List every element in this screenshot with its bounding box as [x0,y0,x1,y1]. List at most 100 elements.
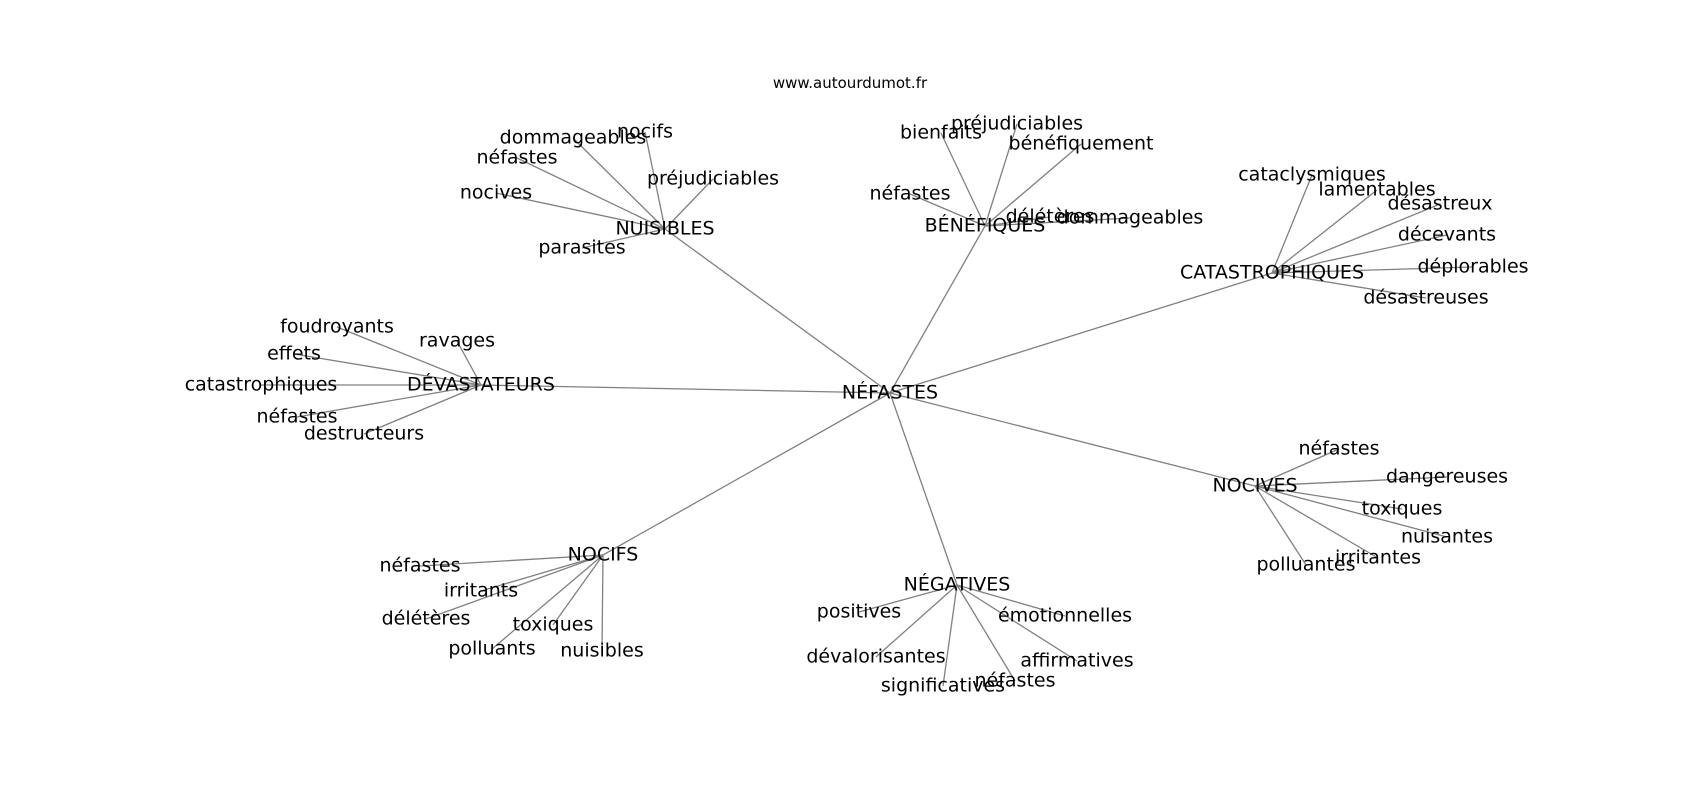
leaf-node: néfastes [476,146,558,169]
edge-hub-leaf [1254,485,1403,510]
edge-hub-leaf [336,326,482,386]
edge-hub-leaf [664,178,714,230]
edge-hub-leaf [1271,189,1378,274]
edge-hub-leaf [572,137,666,230]
leaf-node: polluantes [1256,553,1356,576]
edge-hub-leaf [581,228,666,249]
leaf-node: significatives [880,674,1006,697]
leaf-node: affirmatives [1020,649,1134,672]
leaf-node: nocives [459,181,533,204]
leaf-node: dangereuses [1385,465,1509,488]
hub-node: NOCIFS [567,543,639,566]
leaf-node: nuisibles [560,639,644,662]
leaf-node: effets [267,342,321,365]
leaf-node: néfastes [1298,437,1380,460]
leaf-node: positives [816,600,902,623]
edge-center-hub [664,228,891,394]
leaf-node: nuisantes [1401,525,1493,548]
leaf-node: déplorables [1417,255,1529,278]
leaf-node: préjudiciables [646,167,780,190]
edge-hub-leaf [1271,272,1427,299]
edge-hub-leaf [858,584,958,613]
edge-center-hub [889,392,958,586]
edge-hub-leaf [1254,448,1340,487]
leaf-node: toxiques [1361,497,1443,520]
leaf-node: catastrophiques [184,373,338,396]
hub-node: DÉVASTATEURS [407,373,555,396]
leaf-node: destructeurs [303,422,425,445]
edge-hub-leaf [984,143,1082,227]
leaf-node: néfastes [974,669,1056,692]
site-url: www.autourdumot.fr [772,74,928,92]
hub-node: BÉNÉFIQUES [924,214,1046,237]
leaf-node: néfastes [379,554,461,577]
edge-hub-leaf [1271,203,1441,274]
edge-hub-leaf [1271,234,1448,274]
edge-hub-leaf [956,584,1078,662]
edge-hub-leaf [909,193,986,227]
edge-hub-leaf [940,132,986,227]
leaf-node: délétères [1005,205,1095,228]
leaf-node: polluants [448,637,536,660]
edge-hub-leaf [516,157,666,230]
edge-hub-leaf [419,554,604,567]
hub-node: CATASTROPHIQUES [1179,261,1365,284]
leaf-node: nocifs [617,120,673,143]
hub-node: NÉGATIVES [903,573,1011,596]
leaf-node: émotionnelles [997,604,1133,627]
edge-hub-leaf [644,131,666,230]
leaf-node: foudroyants [280,315,394,338]
leaf-node: dommageables [499,126,647,149]
edge-hub-leaf [984,123,1018,227]
leaf-node: cataclysmiques [1238,163,1386,186]
edge-center-hub [602,392,891,556]
edge-center-hub [889,392,1256,487]
edge-hub-leaf [984,216,1051,227]
leaf-node: désastreuses [1363,286,1489,309]
leaf-node: irritants [443,579,519,602]
leaf-node: irritantes [1334,546,1422,569]
leaf-node: bénéfiquement [1008,132,1154,155]
leaf-node: préjudiciables [950,112,1084,135]
edge-hub-leaf [1254,485,1379,559]
edge-hub-leaf [363,384,482,435]
leaf-node: toxiques [512,613,594,636]
edge-hub-leaf [1254,476,1448,487]
leaf-node: bienfaits [899,121,983,144]
edge-hub-leaf [296,384,482,418]
leaf-node: dévalorisantes [806,645,946,668]
center-node: NÉFASTES [841,381,939,404]
edge-center-hub [889,272,1273,394]
edge-hub-leaf [456,340,482,386]
edge-hub-leaf [601,554,604,652]
leaf-node: désastreux [1387,192,1493,215]
edge-hub-leaf [491,554,604,650]
edge-hub-leaf [293,353,482,386]
leaf-node: dommageables [1056,206,1204,229]
edge-hub-leaf [1254,485,1448,538]
edge-hub-leaf [1271,174,1313,274]
edge-hub-leaf [495,192,666,230]
edge-hub-leaf [875,584,958,658]
leaf-node: parasites [538,236,626,259]
edge-center-hub [480,384,891,394]
edge-hub-leaf [984,217,1131,227]
leaf-node: lamentables [1318,178,1436,201]
hub-node: NOCIVES [1212,474,1298,497]
edge-center-hub [889,225,986,394]
hub-node: NUISIBLES [615,217,715,240]
edge-hub-leaf [956,584,1016,682]
edge-hub-leaf [1271,266,1474,274]
edge-hub-leaf [425,554,604,620]
leaf-node: délétères [381,607,471,630]
leaf-node: décevants [1397,223,1497,246]
edge-hub-leaf [956,584,1066,617]
leaf-node: ravages [419,329,495,352]
leaf-node: néfastes [869,182,951,205]
edge-hub-leaf [942,584,958,687]
edge-hub-leaf [480,554,604,592]
leaf-node: néfastes [256,405,338,428]
edge-hub-leaf [1254,485,1307,566]
